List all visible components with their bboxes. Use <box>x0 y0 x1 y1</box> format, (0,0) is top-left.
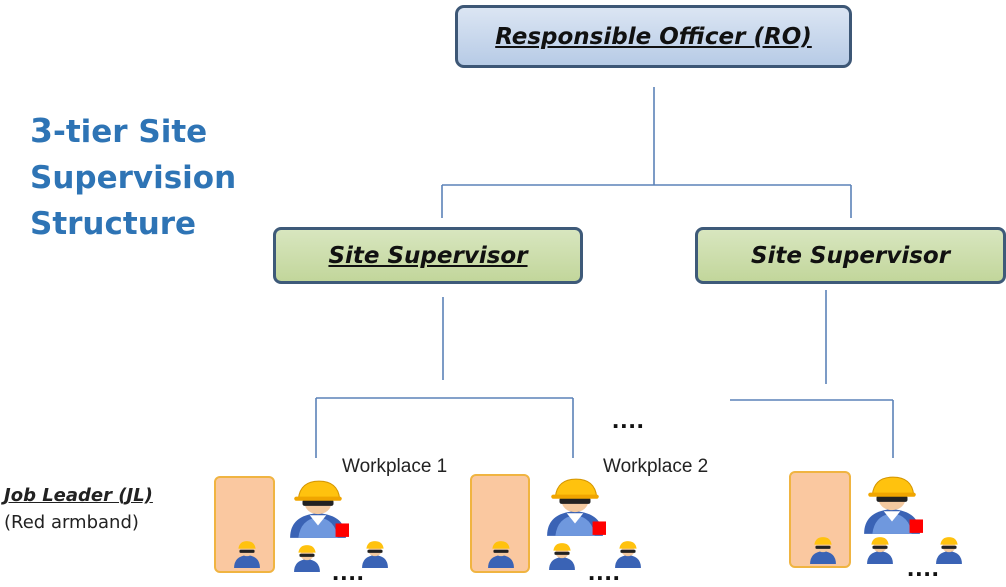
job-leader-icon-3 <box>852 474 932 536</box>
ellipsis-group-1: .... <box>332 556 365 586</box>
job-leader-note: (Red armband) <box>4 512 139 533</box>
site-supervisor-node-1: Site Supervisor <box>273 227 583 284</box>
ellipsis-group-3: .... <box>907 552 940 582</box>
worker-icon <box>290 544 324 572</box>
ellipsis-middle: .... <box>612 404 645 434</box>
site-supervisor-label-1: Site Supervisor <box>328 242 528 269</box>
site-supervisor-label-2: Site Supervisor <box>750 242 951 269</box>
worker-icon <box>545 542 579 570</box>
workplace-1-label: Workplace 1 <box>342 456 448 477</box>
workplace-2-panel-a <box>470 474 530 573</box>
job-leader-label: Job Leader (JL) <box>4 485 153 506</box>
site-supervisor-node-2: Site Supervisor <box>695 227 1006 284</box>
responsible-officer-label: Responsible Officer (RO) <box>495 23 812 50</box>
diagram-title: 3-tier Site Supervision Structure <box>30 111 237 242</box>
job-leader-icon-2 <box>535 476 615 538</box>
job-leader-icon-1 <box>278 478 358 540</box>
ellipsis-group-2: .... <box>588 556 621 586</box>
job-leader-legend: Job Leader (JL) (Red armband) <box>4 485 153 533</box>
workplace-2-label: Workplace 2 <box>603 456 709 477</box>
responsible-officer-node: Responsible Officer (RO) <box>455 5 852 68</box>
worker-icon <box>484 540 518 568</box>
worker-icon <box>863 536 897 564</box>
worker-icon <box>806 536 840 564</box>
worker-icon <box>230 540 264 568</box>
